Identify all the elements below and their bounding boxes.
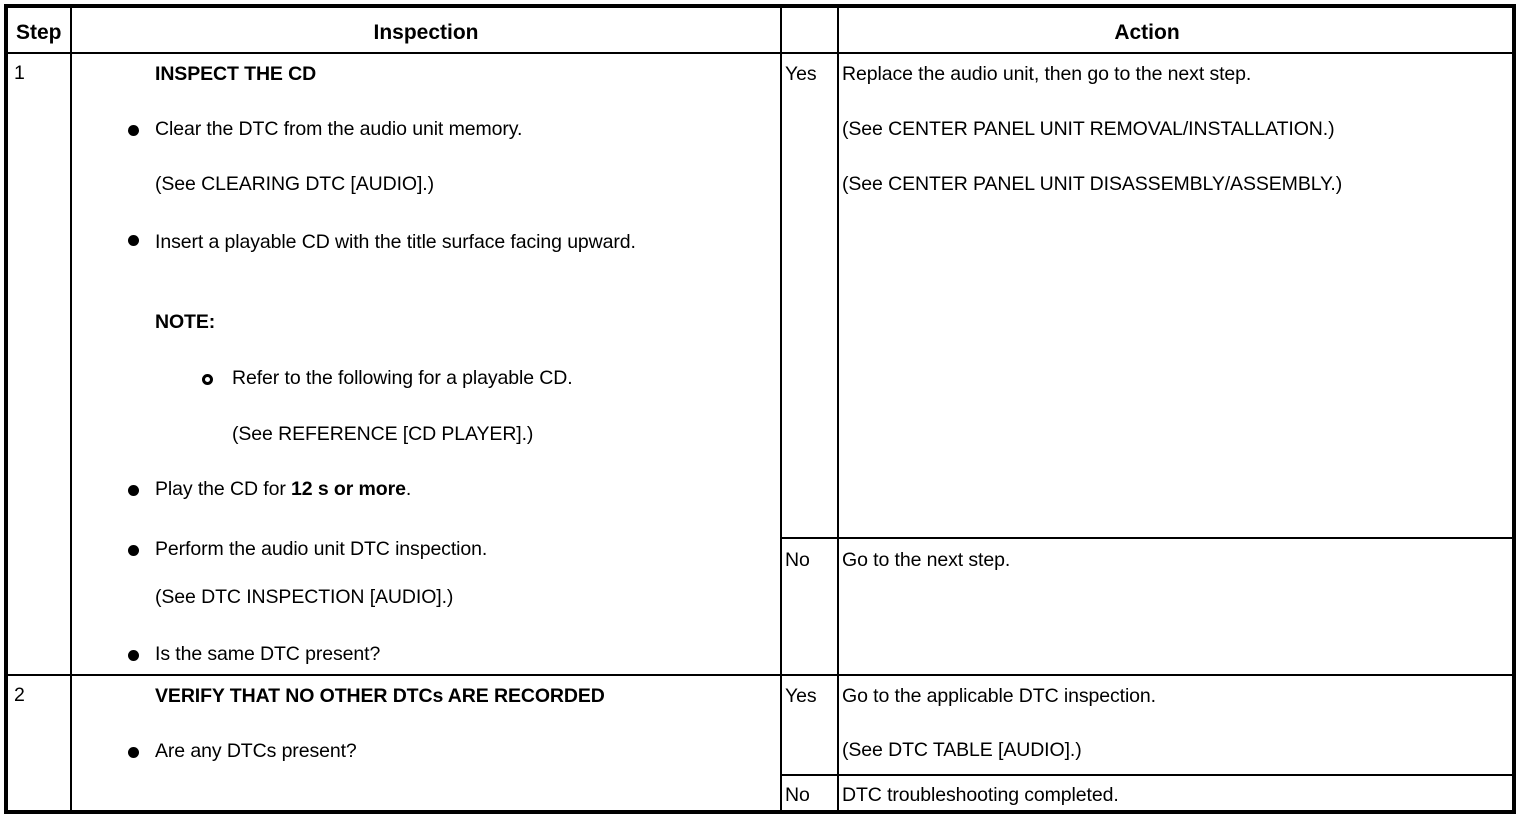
result-label-no: No bbox=[785, 549, 810, 571]
inspection-heading-1: INSPECT THE CD bbox=[155, 63, 317, 85]
troubleshooting-table: Step Inspection Action 1 INSPECT THE CD … bbox=[4, 4, 1516, 814]
sub-bullet-icon bbox=[202, 374, 213, 385]
inspection-item: Clear the DTC from the audio unit memory… bbox=[155, 118, 523, 140]
header-rule bbox=[8, 52, 1512, 54]
inspection-item: (See CLEARING DTC [AUDIO].) bbox=[155, 173, 435, 195]
action-line: (See DTC TABLE [AUDIO].) bbox=[842, 739, 1082, 761]
bullet-icon bbox=[128, 485, 139, 496]
step-number-1: 1 bbox=[14, 62, 25, 84]
column-rule-step bbox=[70, 8, 72, 810]
header-step: Step bbox=[16, 21, 62, 44]
inspection-note-label: NOTE: bbox=[155, 311, 216, 333]
action-line: (See CENTER PANEL UNIT REMOVAL/INSTALLAT… bbox=[842, 118, 1335, 140]
bullet-icon bbox=[128, 125, 139, 136]
row2-result-split-rule bbox=[780, 774, 1512, 776]
inspection-subitem: Refer to the following for a playable CD… bbox=[232, 367, 573, 389]
bullet-icon bbox=[128, 545, 139, 556]
row-rule-step1-step2 bbox=[8, 674, 1512, 676]
inspection-item: Perform the audio unit DTC inspection. bbox=[155, 538, 488, 560]
action-line: (See CENTER PANEL UNIT DISASSEMBLY/ASSEM… bbox=[842, 173, 1343, 195]
inspection-heading-2: VERIFY THAT NO OTHER DTCs ARE RECORDED bbox=[155, 685, 605, 707]
result-label-no: No bbox=[785, 784, 810, 806]
inspection-item: Play the CD for 12 s or more. bbox=[155, 478, 412, 500]
inspection-item: Insert a playable CD with the title surf… bbox=[155, 231, 636, 253]
header-action: Action bbox=[1114, 21, 1180, 44]
result-label-yes: Yes bbox=[785, 63, 817, 85]
bullet-icon bbox=[128, 650, 139, 661]
column-rule-inspection bbox=[780, 8, 782, 810]
inspection-item: (See DTC INSPECTION [AUDIO].) bbox=[155, 586, 454, 608]
inspection-item: Are any DTCs present? bbox=[155, 740, 357, 762]
inspection-subitem: (See REFERENCE [CD PLAYER].) bbox=[232, 423, 534, 445]
row1-result-split-rule bbox=[780, 537, 1512, 539]
inspection-item-text-pre: Play the CD for bbox=[155, 478, 292, 500]
header-inspection: Inspection bbox=[373, 21, 479, 44]
inspection-item-text-post: . bbox=[405, 478, 412, 500]
inspection-item-text-emphasis: 12 s or more bbox=[291, 478, 406, 500]
action-line: Go to the next step. bbox=[842, 549, 1011, 571]
result-label-yes: Yes bbox=[785, 685, 817, 707]
action-line: Replace the audio unit, then go to the n… bbox=[842, 63, 1252, 85]
action-line: DTC troubleshooting completed. bbox=[842, 784, 1119, 806]
step-number-2: 2 bbox=[14, 684, 25, 706]
inspection-item: Is the same DTC present? bbox=[155, 643, 381, 665]
column-rule-result bbox=[837, 8, 839, 810]
action-line: Go to the applicable DTC inspection. bbox=[842, 685, 1156, 707]
bullet-icon bbox=[128, 235, 139, 246]
bullet-icon bbox=[128, 747, 139, 758]
